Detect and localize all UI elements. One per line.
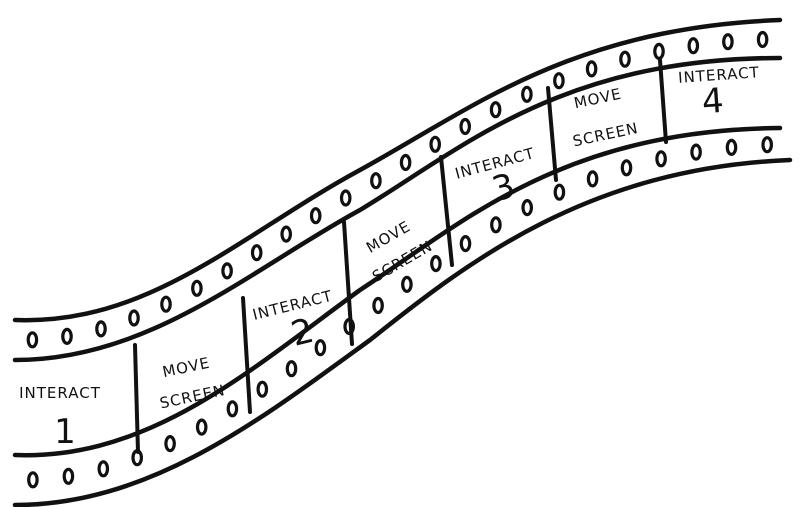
sprocket-hole	[29, 473, 37, 487]
sprocket-hole	[401, 156, 409, 170]
sprocket-hole	[491, 103, 499, 117]
sprocket-hole	[587, 62, 595, 76]
filmstrip-outer-top-edge	[15, 20, 780, 320]
sprocket-hole	[228, 402, 236, 416]
sprocket-hole	[461, 237, 469, 251]
sprocket-hole	[461, 120, 469, 134]
sprocket-hole	[258, 382, 266, 396]
sprocket-hole	[97, 322, 105, 336]
sprocket-hole	[312, 209, 320, 223]
frame-divider	[660, 60, 666, 142]
sprocket-hole	[342, 191, 350, 205]
sprocket-hole	[657, 152, 665, 166]
sprocket-hole	[316, 341, 324, 355]
frame-3-number: 2	[287, 311, 318, 355]
sprocket-hole	[162, 297, 170, 311]
frame-2-label-line1: MOVE	[161, 354, 212, 382]
sprocket-hole	[63, 329, 71, 343]
sprocket-hole	[282, 227, 290, 241]
frame-move-screen-1: MOVE SCREEN	[152, 352, 227, 413]
frame-1-label: INTERACT	[19, 384, 101, 402]
sprocket-hole	[655, 44, 663, 58]
sprocket-hole	[99, 462, 107, 476]
sprocket-hole	[689, 39, 697, 53]
frame-divider	[441, 157, 452, 265]
sprocket-hole	[763, 138, 771, 152]
sprocket-hole	[374, 299, 382, 313]
frame-7-number: 4	[701, 81, 725, 122]
sprocket-hole	[758, 33, 766, 47]
frame-interact-1: INTERACT 1	[19, 384, 101, 452]
sprocket-hole	[724, 35, 732, 49]
frame-interact-4: INTERACT 4	[678, 63, 763, 124]
sprocket-hole	[223, 264, 231, 278]
sprocket-hole	[727, 140, 735, 154]
sprocket-hole	[403, 277, 411, 291]
frame-divider	[243, 298, 250, 412]
sprocket-hole	[198, 420, 206, 434]
sprocket-hole	[166, 437, 174, 451]
sprocket-hole	[692, 145, 700, 159]
frame-interact-2: INTERACT 2	[251, 287, 344, 363]
sprocket-hole	[588, 172, 596, 186]
sprocket-hole	[523, 201, 531, 215]
sprocket-hole	[555, 74, 563, 88]
sprocket-hole	[28, 333, 36, 347]
sprocket-hole	[64, 469, 72, 483]
sprocket-hole	[193, 281, 201, 295]
sprocket-hole	[622, 161, 630, 175]
sprocket-hole	[253, 246, 261, 260]
sprocket-hole	[523, 87, 531, 101]
sprocket-hole	[130, 311, 138, 325]
sprocket-hole	[372, 174, 380, 188]
sprocket-hole	[492, 218, 500, 232]
sprocket-hole	[621, 52, 629, 66]
filmstrip-outer-bottom-edge	[15, 160, 790, 505]
sprocket-hole	[555, 185, 563, 199]
sprocket-hole	[431, 137, 439, 151]
sprocket-hole	[432, 257, 440, 271]
frame-move-screen-2: MOVE SCREEN	[355, 213, 436, 286]
sprocket-hole	[287, 362, 295, 376]
frame-1-number: 1	[54, 412, 76, 452]
